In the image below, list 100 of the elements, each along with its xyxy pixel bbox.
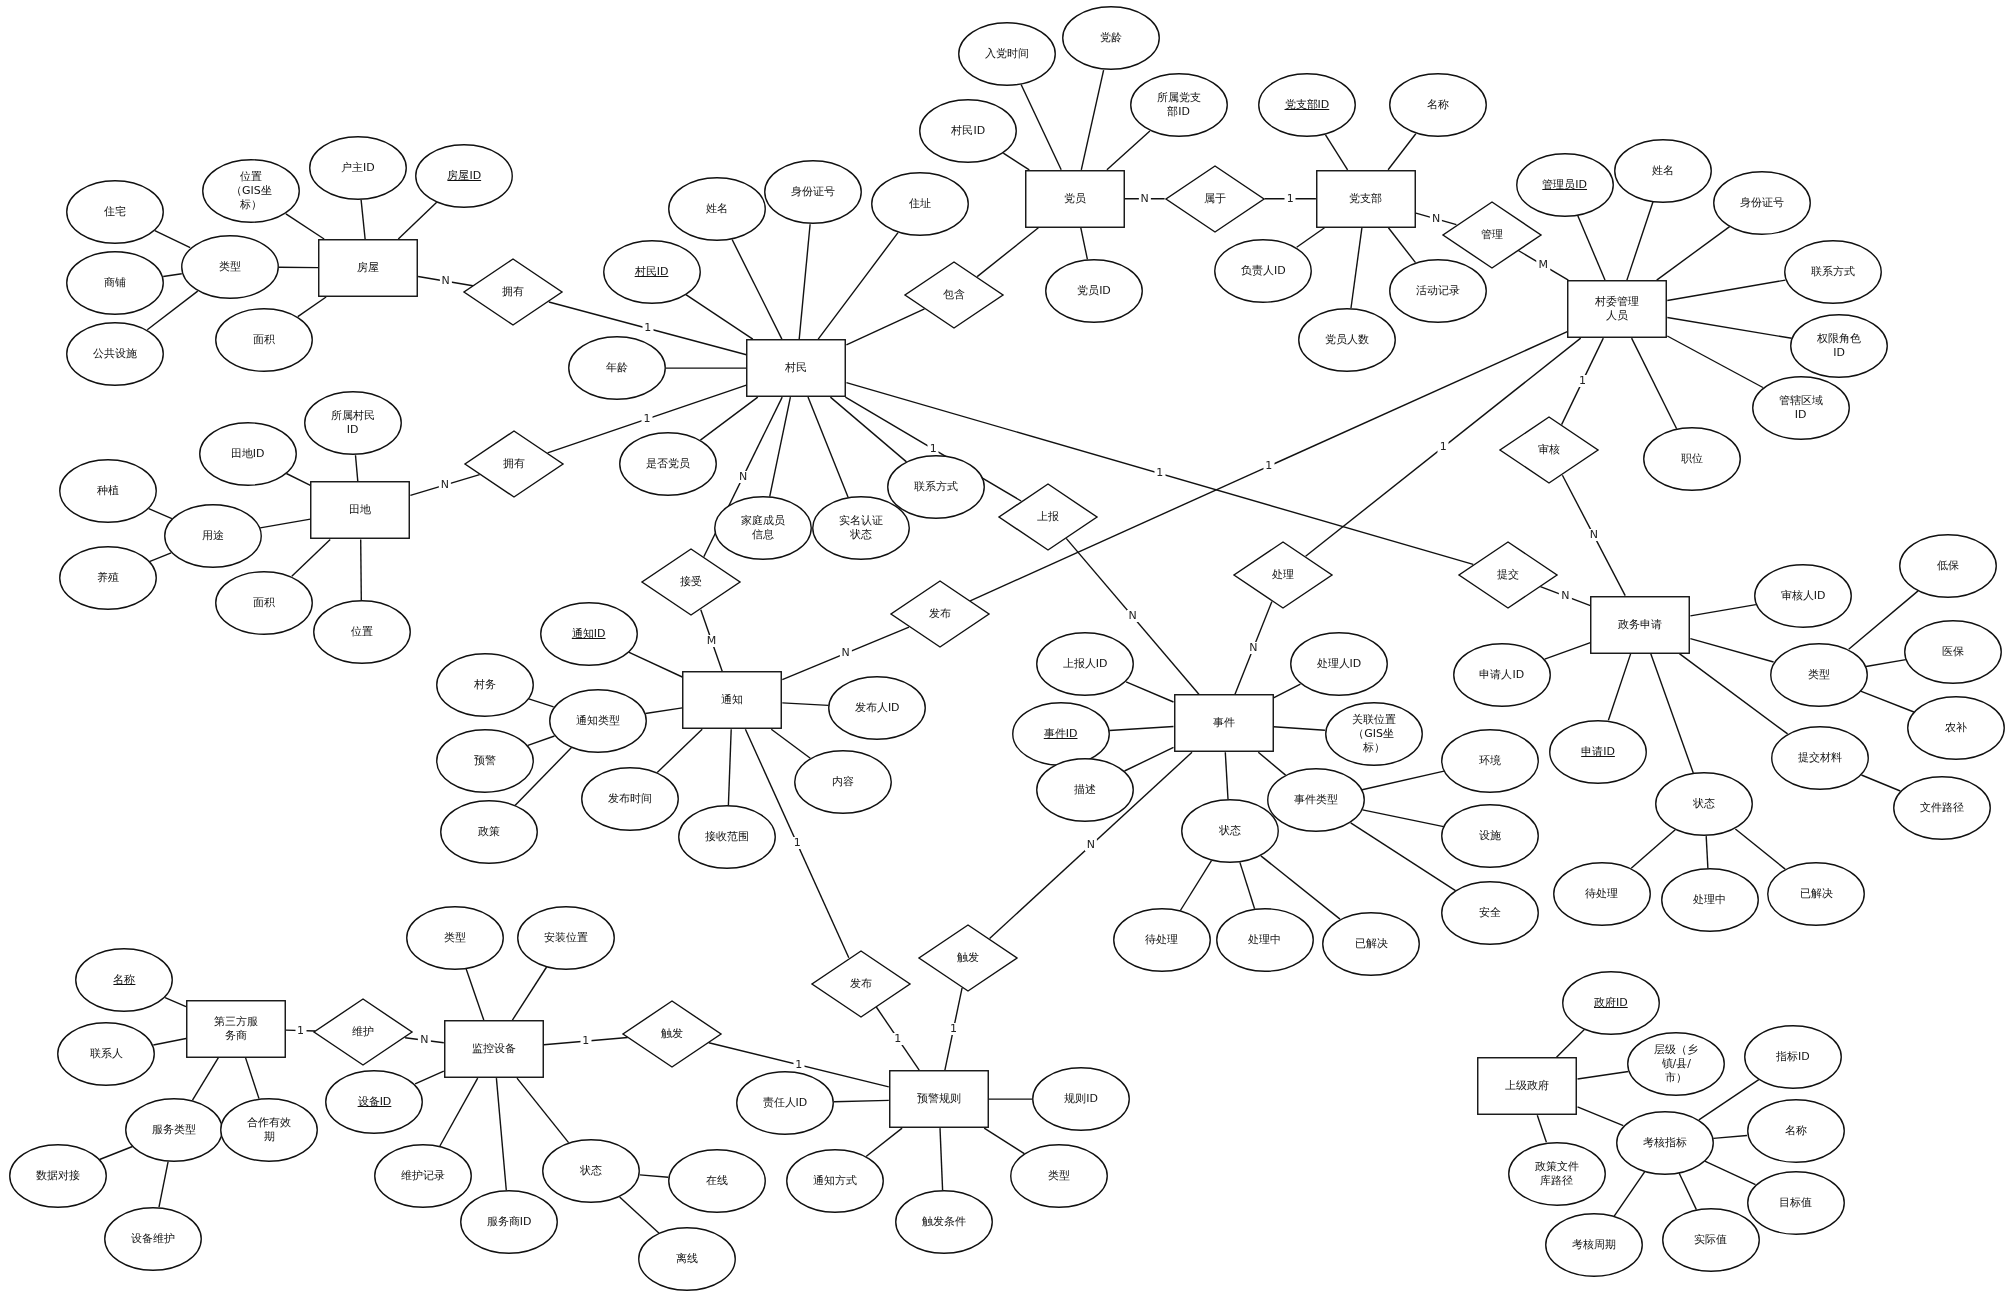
relationship-name: 审核 bbox=[1538, 443, 1561, 458]
attribute-name: 党龄 bbox=[1099, 31, 1122, 46]
connector-line bbox=[543, 1036, 629, 1046]
cardinality-label: 1 bbox=[793, 1058, 805, 1071]
connector-line bbox=[770, 728, 811, 759]
connector-line bbox=[1613, 1171, 1646, 1217]
relationship-name: 属于 bbox=[1203, 191, 1226, 206]
connector-line bbox=[944, 987, 963, 1071]
connector-line bbox=[1630, 337, 1678, 430]
connector-line bbox=[164, 996, 187, 1008]
attribute-name: 面积 bbox=[253, 595, 276, 610]
entity-name: 通知 bbox=[721, 693, 744, 708]
attribute-name: 触发条件 bbox=[921, 1215, 966, 1230]
cardinality-label: N bbox=[736, 470, 750, 483]
attribute-name: 公共设施 bbox=[93, 346, 138, 361]
attribute-name: 住宅 bbox=[104, 204, 127, 219]
attribute-name: 已解决 bbox=[1354, 936, 1388, 951]
attribute-name: 房屋ID bbox=[447, 168, 482, 183]
connector-line bbox=[152, 1037, 187, 1046]
connector-line bbox=[1689, 603, 1757, 617]
connector-line bbox=[829, 396, 908, 463]
attribute-name: 考核指标 bbox=[1642, 1135, 1687, 1150]
attribute-name: 事件类型 bbox=[1293, 793, 1338, 808]
relationship-name: 发布 bbox=[929, 607, 952, 622]
attribute-name: 状态 bbox=[1218, 824, 1241, 839]
entity-name: 上级政府 bbox=[1505, 1079, 1550, 1094]
cardinality-label: 1 bbox=[295, 1024, 307, 1037]
connector-line bbox=[98, 1145, 134, 1161]
connector-line bbox=[1705, 835, 1709, 870]
connector-line bbox=[769, 396, 792, 498]
connector-line bbox=[439, 1077, 479, 1147]
connector-line bbox=[875, 1006, 920, 1071]
connector-line bbox=[1678, 652, 1789, 735]
attribute-name: 事件ID bbox=[1043, 726, 1078, 741]
attribute-name: 规则ID bbox=[1064, 1092, 1098, 1107]
attribute-name: 位置 bbox=[350, 625, 373, 640]
connector-line bbox=[1002, 152, 1030, 171]
attribute-name: 提交材料 bbox=[1797, 750, 1842, 765]
connector-line bbox=[191, 1056, 220, 1101]
relationship-name: 拥有 bbox=[502, 285, 524, 300]
attribute-name: 预警 bbox=[473, 753, 496, 768]
connector-line bbox=[1125, 681, 1175, 703]
connector-line bbox=[1848, 590, 1919, 650]
attribute-name: 发布人ID bbox=[854, 700, 900, 715]
connector-line bbox=[548, 301, 748, 356]
attribute-name: 联系方式 bbox=[1810, 264, 1855, 279]
attribute-name: 安全 bbox=[1479, 906, 1502, 921]
connector-line bbox=[360, 199, 366, 240]
connector-line bbox=[1577, 214, 1606, 281]
cardinality-label: 1 bbox=[1437, 441, 1449, 454]
attribute-name: 农补 bbox=[1944, 721, 1967, 736]
attribute-name: 维护记录 bbox=[401, 1169, 446, 1184]
attribute-name: 村务 bbox=[473, 677, 496, 692]
connector-line bbox=[1860, 774, 1901, 792]
connector-line bbox=[1108, 725, 1175, 732]
entity-name: 第三方服务商 bbox=[213, 1014, 259, 1043]
connector-line bbox=[465, 968, 485, 1021]
connector-line bbox=[285, 213, 325, 240]
attribute-name: 服务商ID bbox=[486, 1215, 532, 1230]
cardinality-label: 1 bbox=[892, 1032, 904, 1045]
attribute-name: 实名认证状态 bbox=[837, 514, 884, 543]
connector-line bbox=[1361, 809, 1445, 828]
attribute-name: 政策 bbox=[477, 825, 500, 840]
connector-line bbox=[644, 707, 683, 715]
attribute-name: 用途 bbox=[201, 529, 224, 544]
connector-line bbox=[1239, 861, 1256, 910]
connector-line bbox=[708, 1042, 890, 1088]
connector-line bbox=[798, 223, 811, 340]
connector-line bbox=[807, 396, 849, 499]
attribute-name: 村民ID bbox=[634, 264, 669, 279]
connector-line bbox=[1257, 751, 1287, 776]
attribute-name: 位置（GIS坐标） bbox=[230, 170, 273, 213]
attribute-name: 联系人 bbox=[89, 1047, 123, 1062]
attribute-name: 设备ID bbox=[357, 1094, 392, 1109]
connector-line bbox=[1607, 652, 1632, 721]
connector-line bbox=[1576, 1070, 1630, 1080]
connector-line bbox=[1689, 637, 1775, 663]
attribute-name: 户主ID bbox=[340, 161, 375, 175]
connector-line bbox=[1698, 1079, 1760, 1121]
connector-line bbox=[1666, 335, 1764, 389]
attribute-name: 姓名 bbox=[705, 202, 728, 217]
connector-line bbox=[511, 966, 548, 1021]
attribute-name: 政策文件库路径 bbox=[1534, 1159, 1580, 1188]
cardinality-label: 1 bbox=[1576, 375, 1588, 388]
cardinality-label: 1 bbox=[927, 443, 939, 456]
attribute-name: 党员ID bbox=[1077, 284, 1111, 299]
connector-line bbox=[1361, 770, 1445, 791]
attribute-name: 所属党支部ID bbox=[1155, 91, 1202, 120]
attribute-name: 设施 bbox=[1479, 829, 1502, 844]
attribute-name: 政府ID bbox=[1594, 995, 1628, 1010]
connector-line bbox=[1020, 83, 1062, 171]
attribute-name: 考核周期 bbox=[1572, 1238, 1617, 1253]
attribute-name: 职位 bbox=[1680, 452, 1703, 467]
attribute-name: 医保 bbox=[1942, 644, 1965, 659]
cardinality-label: 1 bbox=[1263, 460, 1275, 473]
cardinality-label: M bbox=[704, 634, 719, 647]
attribute-name: 环境 bbox=[1479, 753, 1502, 768]
relationship-name: 发布 bbox=[849, 976, 872, 991]
connector-line bbox=[781, 626, 910, 681]
attribute-name: 活动记录 bbox=[1415, 284, 1460, 299]
